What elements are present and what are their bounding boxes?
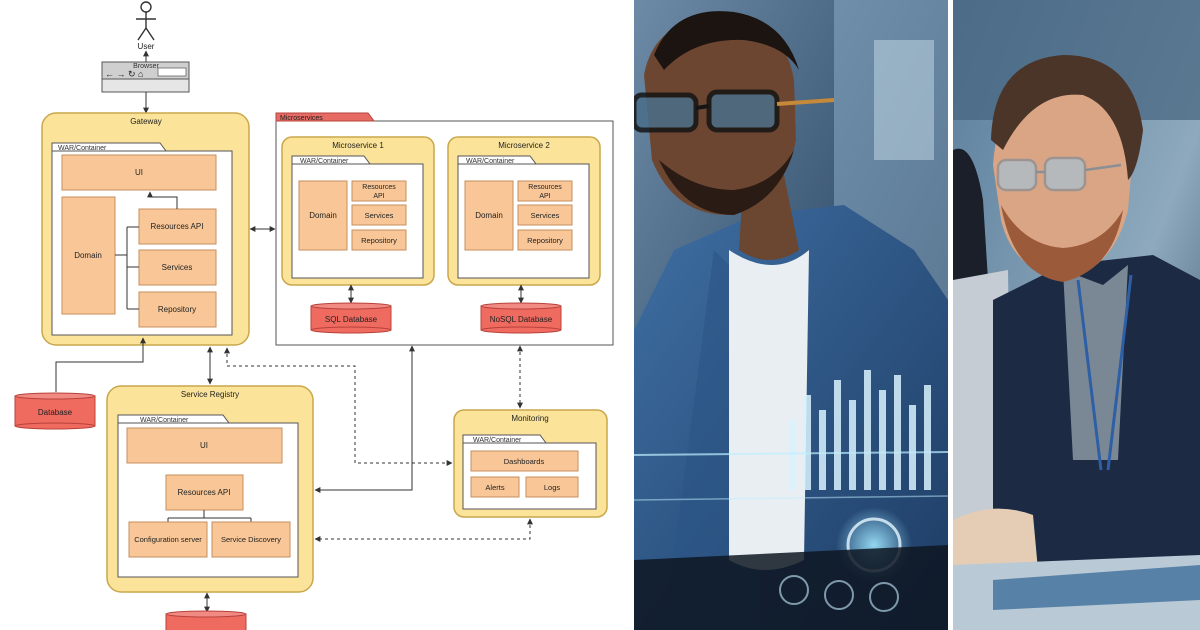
browser-nav-icons: ← → ↻ ⌂ bbox=[105, 69, 143, 79]
user-icon bbox=[136, 1, 156, 41]
ms2-repository: Repository bbox=[527, 236, 563, 245]
gateway-repository: Repository bbox=[158, 305, 196, 314]
service-registry-container-label: WAR/Container bbox=[140, 417, 189, 424]
monitoring-title: Monitoring bbox=[511, 414, 548, 423]
monitoring-dashboards: Dashboards bbox=[504, 457, 545, 466]
service-discovery: Service Discovery bbox=[221, 535, 281, 544]
ms1-services: Services bbox=[365, 211, 394, 220]
service-registry-resources-api: Resources API bbox=[178, 488, 231, 497]
nosql-database-icon bbox=[480, 302, 562, 334]
sql-database-label: SQL Database bbox=[325, 315, 378, 324]
gateway-box: Gateway WAR/Container UI Domain Resource… bbox=[41, 112, 250, 346]
monitoring-alerts: Alerts bbox=[485, 483, 504, 492]
database-label: Database bbox=[38, 408, 73, 417]
ms1-container-label: WAR/Container bbox=[300, 158, 349, 165]
gateway-container-label: WAR/Container bbox=[58, 145, 107, 152]
photo-divider bbox=[948, 0, 953, 630]
ms2-services: Services bbox=[531, 211, 560, 220]
monitoring-logs: Logs bbox=[544, 483, 561, 492]
config-server: Configuration server bbox=[134, 535, 202, 544]
ms2-container-label: WAR/Container bbox=[466, 158, 515, 165]
monitoring-container-label: WAR/Container bbox=[473, 437, 522, 444]
microservices-tag: Microservices bbox=[280, 115, 323, 122]
ms1-title: Microservice 1 bbox=[332, 141, 384, 150]
ms1-repository: Repository bbox=[361, 236, 397, 245]
browser-window: Browser ← → ↻ ⌂ bbox=[101, 61, 190, 93]
architecture-diagram: User Browser ← → ↻ ⌂ Gateway WAR/Contain… bbox=[14, 1, 614, 630]
gateway-resources-api: Resources API bbox=[151, 222, 204, 231]
gateway-services: Services bbox=[162, 263, 193, 272]
ms1-resources-line1: Resources bbox=[362, 184, 396, 191]
ms2-domain: Domain bbox=[475, 211, 503, 220]
gateway-domain: Domain bbox=[74, 251, 102, 260]
photo-developer-glasses bbox=[634, 0, 948, 630]
nosql-database-label: NoSQL Database bbox=[490, 315, 553, 324]
browser-label: Browser bbox=[133, 63, 159, 70]
ms2-title: Microservice 2 bbox=[498, 141, 550, 150]
ms2-resources-line1: Resources bbox=[528, 184, 562, 191]
service-registry-ui: UI bbox=[200, 441, 208, 450]
ms1-resources-line2: API bbox=[373, 193, 384, 200]
ms1-domain: Domain bbox=[309, 211, 337, 220]
database-icon bbox=[14, 392, 96, 430]
service-registry-box: Service Registry WAR/Container UI Resour… bbox=[106, 385, 314, 593]
user-label: User bbox=[138, 42, 155, 51]
monitoring-box: Monitoring WAR/Container Dashboards Aler… bbox=[453, 409, 608, 518]
gateway-title: Gateway bbox=[130, 117, 162, 126]
registry-database-icon bbox=[165, 610, 247, 630]
gateway-ui: UI bbox=[135, 168, 143, 177]
photo-engineer-beard bbox=[953, 0, 1200, 630]
sql-database-icon bbox=[310, 302, 392, 334]
service-registry-title: Service Registry bbox=[181, 390, 239, 399]
microservices-group: Microservices Microservice 1 WAR/Contain… bbox=[275, 112, 614, 346]
ms2-resources-line2: API bbox=[539, 193, 550, 200]
